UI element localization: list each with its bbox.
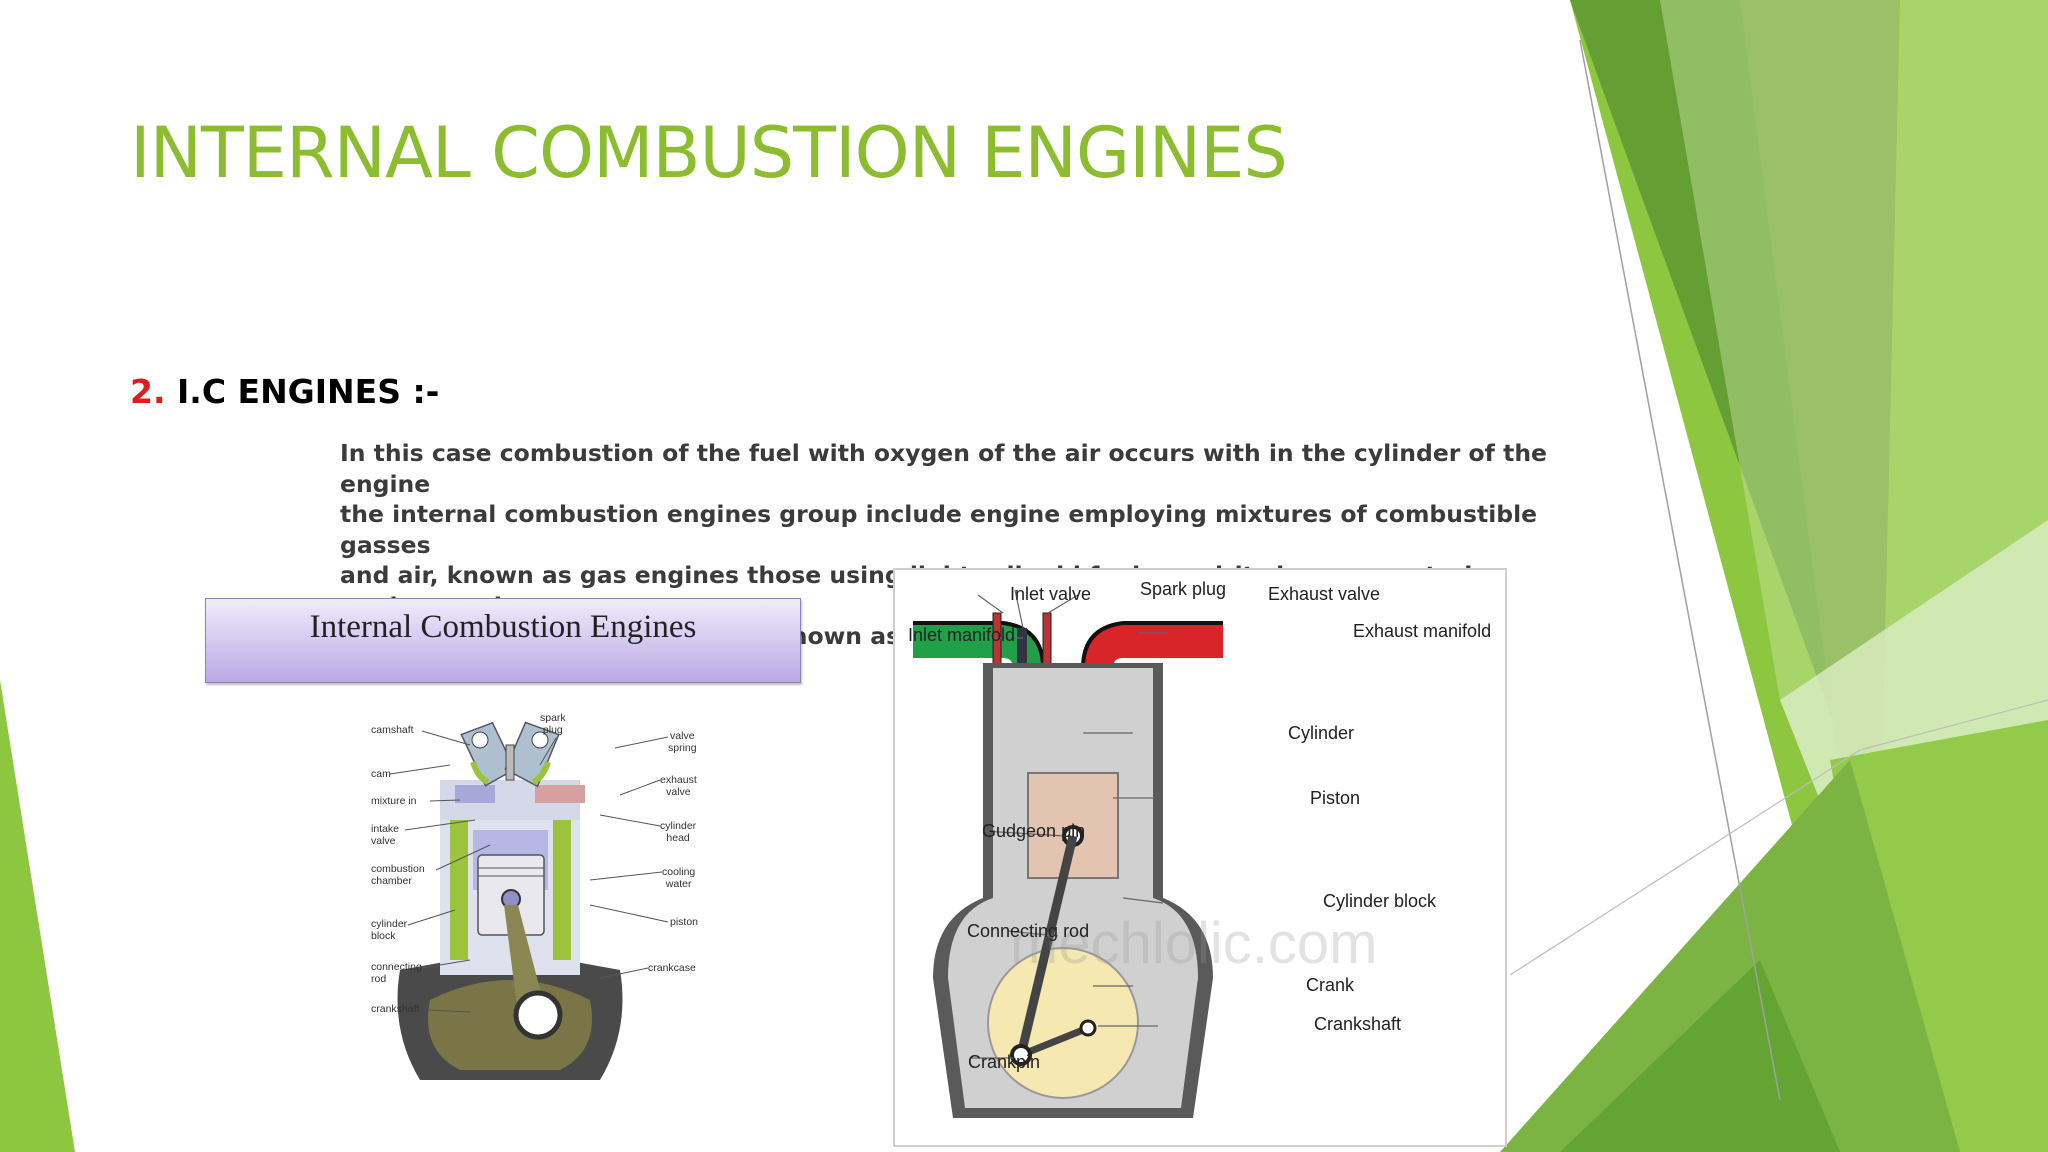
- label-connecting-rod-right: Connecting rod: [967, 921, 1090, 941]
- label-crankshaft: crankshaft: [371, 1003, 420, 1015]
- label-piston-right: Piston: [1310, 788, 1361, 808]
- slide-title: INTERNAL COMBUSTION ENGINES: [130, 112, 1288, 194]
- label-gudgeon-pin: Gudgeon pin: [982, 821, 1086, 841]
- label-spark-plug-right: Spark plug: [1140, 579, 1227, 599]
- label-intake-valve: intake valve: [371, 823, 400, 847]
- label-crankpin: Crankpin: [968, 1052, 1041, 1072]
- label-exhaust-valve: exhaust valve: [660, 774, 697, 798]
- label-cam: cam: [371, 768, 391, 780]
- section-heading: 2. I.C ENGINES :-: [130, 372, 439, 411]
- right-engine-diagram: [913, 589, 1223, 1118]
- label-mixture-in: mixture in: [371, 795, 417, 807]
- label-cylinder-block: cylinder block: [371, 918, 408, 942]
- label-cylinder-head: cylinder head: [660, 820, 697, 844]
- label-inlet-valve: Inlet valve: [1010, 584, 1092, 604]
- label-spark-plug: spark plug: [540, 712, 566, 736]
- label-exhaust-manifold: Exhaust manifold: [1353, 621, 1492, 641]
- label-connecting-rod: connecting rod: [371, 961, 422, 985]
- label-crankcase: crankcase: [648, 962, 696, 974]
- label-valve-spring: valve spring: [668, 730, 697, 754]
- label-cylinder: Cylinder: [1288, 723, 1355, 743]
- label-inlet-manifold: Inlet manifold: [908, 625, 1016, 645]
- label-crank: Crank: [1306, 975, 1355, 995]
- label-cooling-water: cooling water: [662, 866, 696, 890]
- heading-number: 2.: [130, 372, 166, 411]
- label-combustion-chamber: combustion chamber: [371, 863, 425, 887]
- label-piston: piston: [670, 916, 699, 928]
- heading-text: I.C ENGINES :-: [177, 372, 440, 411]
- label-exhaust-valve-right: Exhaust valve: [1268, 584, 1381, 604]
- label-cylinder-block-right: Cylinder block: [1323, 891, 1437, 911]
- left-figure-banner: Internal Combustion Engines: [205, 598, 801, 683]
- label-crankshaft-right: Crankshaft: [1314, 1014, 1402, 1034]
- watermark: mechlolic.com: [1010, 911, 1378, 976]
- label-camshaft: camshaft: [371, 724, 414, 736]
- left-engine-diagram: [397, 721, 623, 1080]
